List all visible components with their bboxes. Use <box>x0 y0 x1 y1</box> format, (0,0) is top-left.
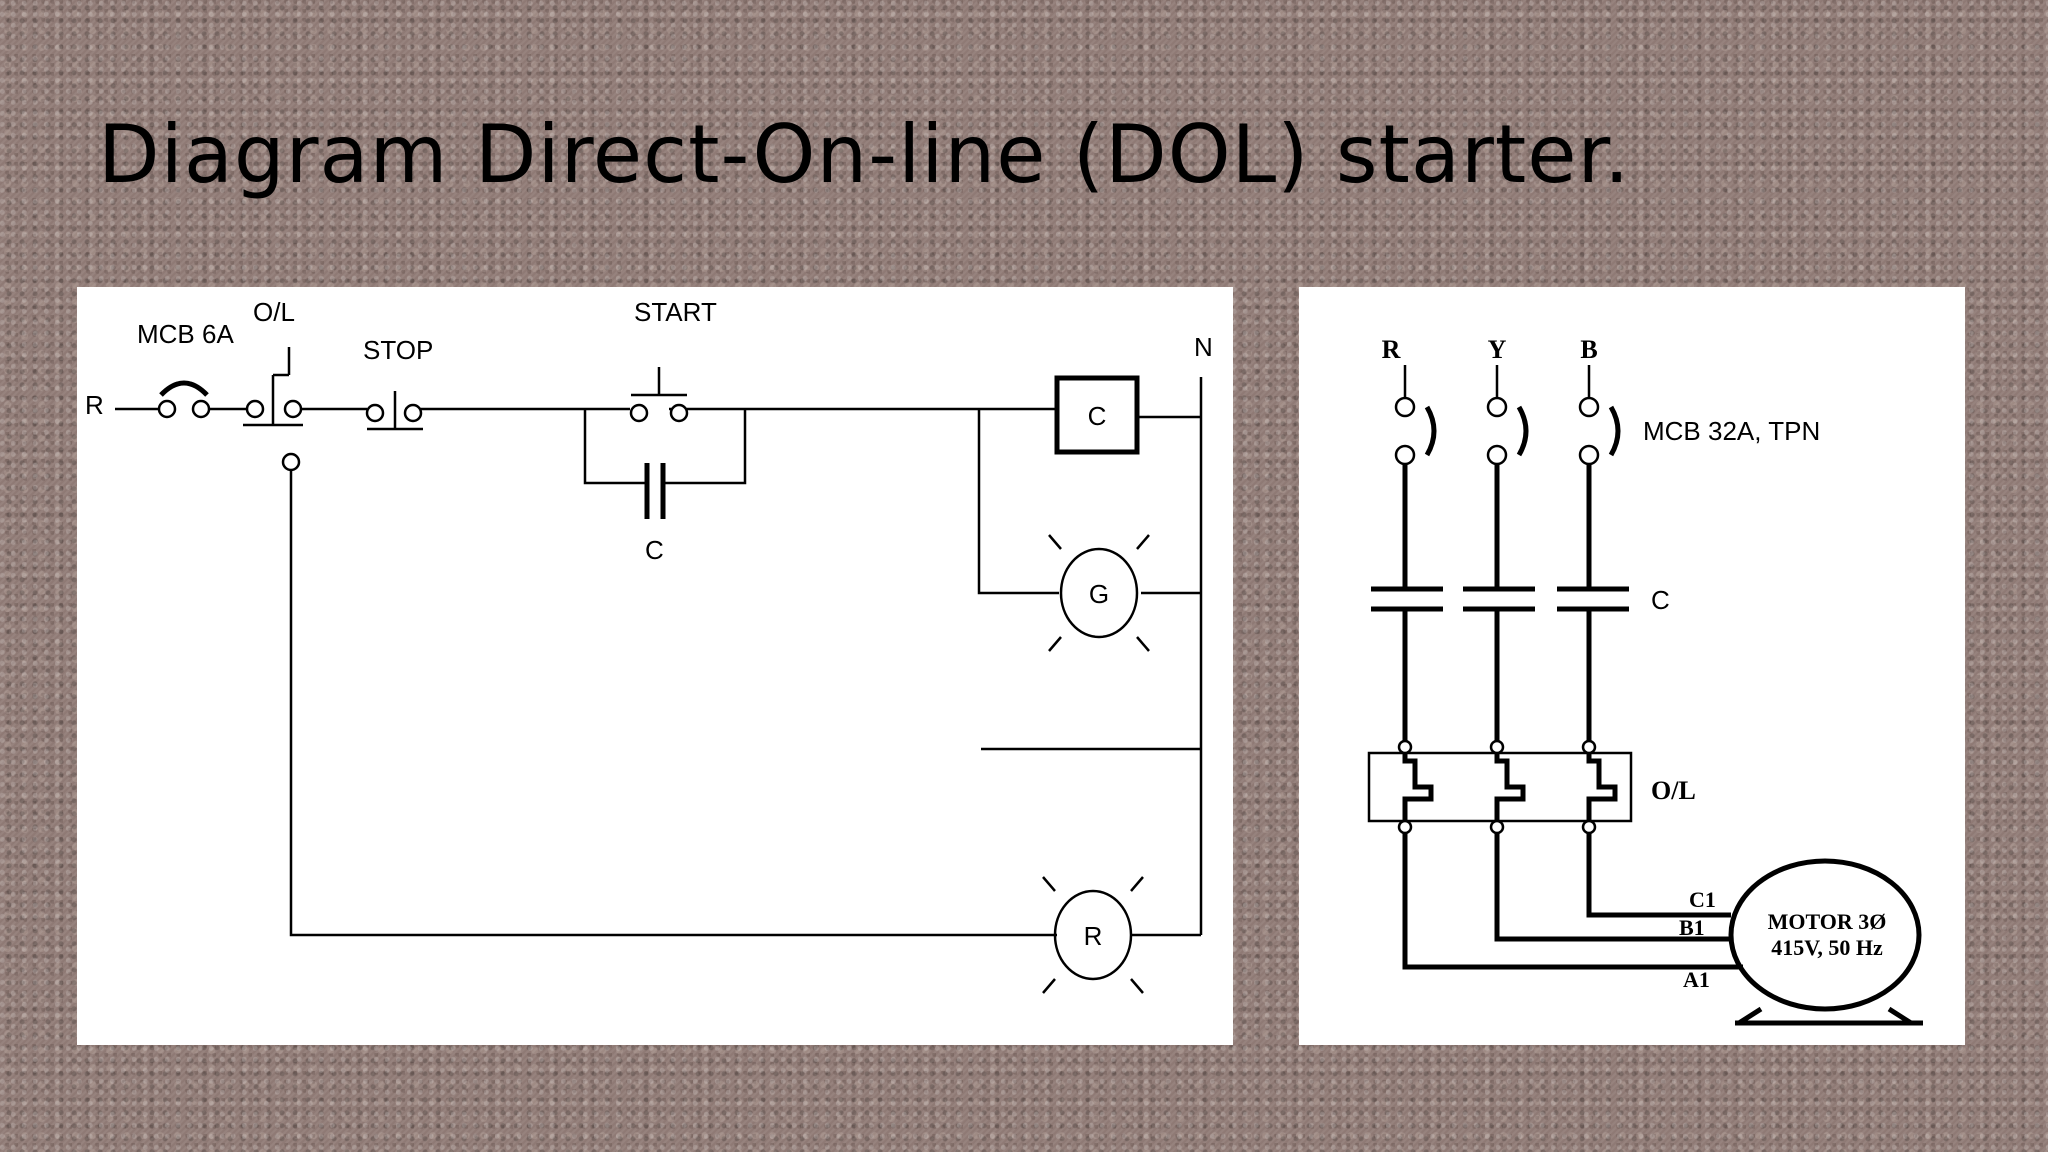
red-lamp-label: R <box>1084 921 1103 951</box>
motor-line1: MOTOR 3Ø <box>1768 909 1887 934</box>
neutral-n-label: N <box>1194 332 1213 362</box>
overload-contact-symbol <box>243 347 1057 937</box>
phase-b-label: B <box>1580 335 1597 364</box>
contactor-main-contacts-symbol <box>1371 586 1629 612</box>
contactor-coil-symbol: C <box>1054 375 1140 455</box>
stop-label: STOP <box>363 335 433 365</box>
motor-line2: 415V, 50 Hz <box>1771 935 1883 960</box>
aux-contact-label: C <box>645 535 664 565</box>
mcb-32a-tpn-label: MCB 32A, TPN <box>1643 416 1820 446</box>
power-circuit-diagram: R Y B MCB 32A, TPN C O/L <box>1367 335 1923 1026</box>
mcb-32a-tpn-symbol <box>1394 365 1621 466</box>
overload-relay-label: O/L <box>1651 776 1696 805</box>
motor-feeders <box>1402 833 1743 970</box>
control-circuit-panel: R N MCB 6A O/L STOP START C <box>77 287 1233 1045</box>
overload-relay-symbol <box>1367 739 1633 835</box>
control-circuit-diagram: R N MCB 6A O/L STOP START C <box>85 297 1213 994</box>
start-label: START <box>634 297 717 327</box>
coil-label: C <box>1088 401 1107 431</box>
mcb-6a-symbol <box>157 380 211 419</box>
green-lamp-branch <box>977 409 1201 595</box>
slide-title: Diagram Direct-On-line (DOL) starter. <box>98 108 1631 201</box>
phase-r-label: R <box>85 390 104 420</box>
green-lamp-label: G <box>1089 579 1109 609</box>
red-lamp-symbol: R <box>1042 876 1201 994</box>
terminal-a1-label: A1 <box>1683 967 1710 992</box>
phase-y-label: Y <box>1488 335 1507 364</box>
motor-symbol: MOTOR 3Ø 415V, 50 Hz <box>1728 858 1923 1026</box>
phase-r-label: R <box>1382 335 1401 364</box>
stop-button-symbol <box>365 391 423 431</box>
start-button-symbol <box>583 367 747 519</box>
power-circuit-panel: R Y B MCB 32A, TPN C O/L <box>1299 287 1965 1045</box>
overload-label: O/L <box>253 297 295 327</box>
green-lamp-symbol: G <box>1048 534 1150 652</box>
terminal-b1-label: B1 <box>1679 915 1705 940</box>
rung-wire <box>115 377 1203 935</box>
phase-conductors <box>1402 464 1592 745</box>
contactor-label: C <box>1651 585 1670 615</box>
mcb-6a-label: MCB 6A <box>137 319 234 349</box>
terminal-c1-label: C1 <box>1689 887 1716 912</box>
